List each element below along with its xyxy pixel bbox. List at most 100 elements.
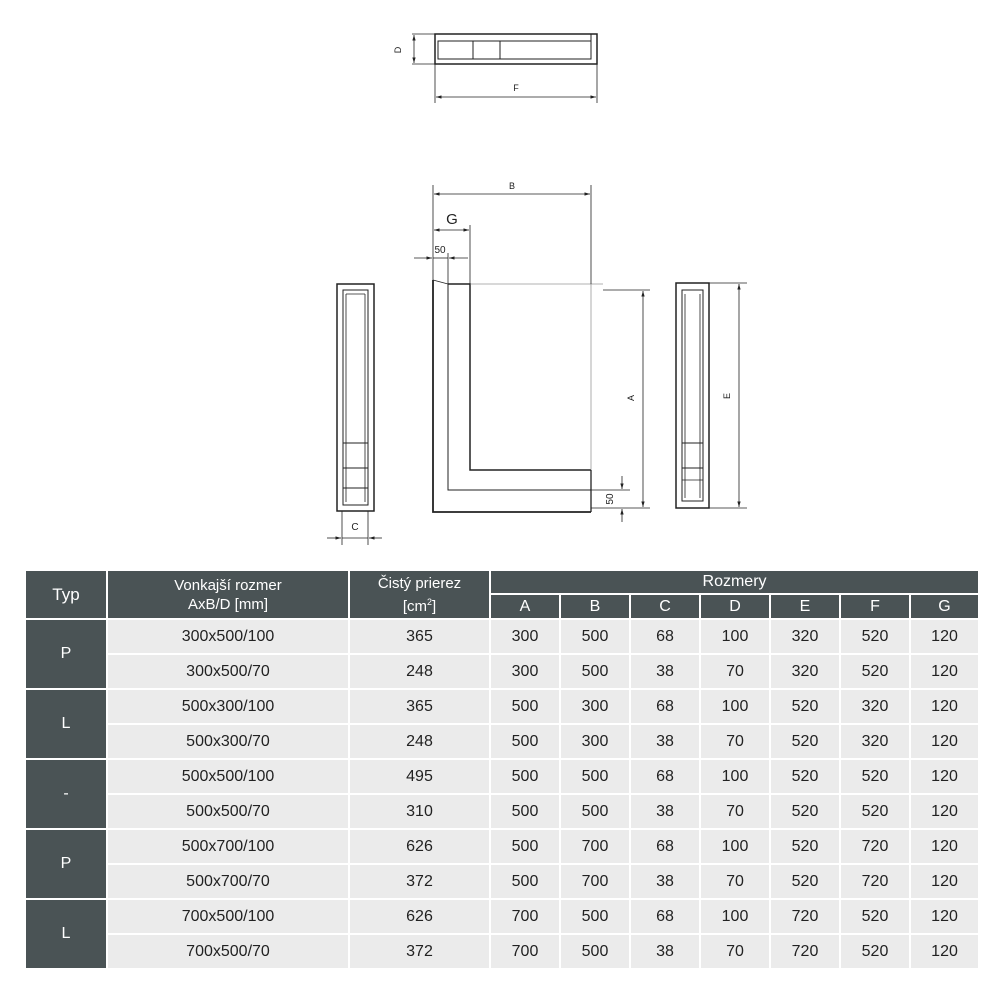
dim-cell-f: 520 bbox=[841, 795, 909, 828]
dimension-label-50-top: 50 bbox=[434, 245, 446, 256]
dim-cell-d: 70 bbox=[701, 935, 769, 968]
typ-cell: P bbox=[26, 830, 106, 898]
dim-cell-d: 100 bbox=[701, 760, 769, 793]
header-typ: Typ bbox=[26, 571, 106, 618]
dimensions-table: Typ Vonkajší rozmer AxB/D [mm] Čistý pri… bbox=[24, 569, 980, 970]
size-cell: 500x500/100 bbox=[108, 760, 348, 793]
dim-cell-f: 720 bbox=[841, 865, 909, 898]
area-cell: 626 bbox=[350, 830, 489, 863]
header-rozmery: Rozmery bbox=[491, 571, 979, 593]
dim-cell-f: 520 bbox=[841, 655, 909, 688]
technical-drawing: D F C bbox=[327, 33, 747, 545]
dim-cell-e: 520 bbox=[771, 760, 839, 793]
dim-cell-e: 720 bbox=[771, 935, 839, 968]
size-cell: 500x700/70 bbox=[108, 865, 348, 898]
dim-cell-d: 70 bbox=[701, 865, 769, 898]
dim-cell-e: 520 bbox=[771, 690, 839, 723]
dim-cell-a: 700 bbox=[491, 935, 559, 968]
dim-cell-d: 100 bbox=[701, 830, 769, 863]
header-col-d: D bbox=[701, 595, 769, 618]
dim-cell-d: 100 bbox=[701, 690, 769, 723]
area-cell: 372 bbox=[350, 865, 489, 898]
size-cell: 500x300/70 bbox=[108, 725, 348, 758]
dim-cell-c: 68 bbox=[631, 690, 699, 723]
dim-cell-e: 320 bbox=[771, 620, 839, 653]
dim-cell-d: 70 bbox=[701, 655, 769, 688]
dim-cell-g: 120 bbox=[911, 865, 979, 898]
dim-cell-b: 500 bbox=[561, 620, 629, 653]
dim-cell-a: 500 bbox=[491, 760, 559, 793]
dim-cell-b: 500 bbox=[561, 900, 629, 933]
header-col-c: C bbox=[631, 595, 699, 618]
dimension-label-e: E bbox=[722, 393, 732, 399]
header-cross-section-sup: 2 bbox=[426, 596, 432, 607]
dim-cell-b: 500 bbox=[561, 795, 629, 828]
header-outer-size-line2: AxB/D [mm] bbox=[187, 595, 268, 613]
header-cross-section-end: ] bbox=[432, 597, 437, 615]
dim-cell-g: 120 bbox=[911, 900, 979, 933]
front-view bbox=[414, 185, 650, 522]
header-col-g: G bbox=[911, 595, 979, 618]
dim-cell-e: 520 bbox=[771, 725, 839, 758]
dimension-label-g: G bbox=[446, 211, 458, 228]
dim-cell-c: 68 bbox=[631, 900, 699, 933]
area-cell: 310 bbox=[350, 795, 489, 828]
header-col-b: B bbox=[561, 595, 629, 618]
left-side-view bbox=[327, 283, 382, 545]
dim-cell-a: 500 bbox=[491, 795, 559, 828]
header-col-f: F bbox=[841, 595, 909, 618]
dim-cell-g: 120 bbox=[911, 830, 979, 863]
header-cross-section-unit: [cm bbox=[402, 597, 427, 615]
dim-cell-e: 520 bbox=[771, 830, 839, 863]
dim-cell-a: 500 bbox=[491, 865, 559, 898]
dim-cell-g: 120 bbox=[911, 690, 979, 723]
area-cell: 626 bbox=[350, 900, 489, 933]
dim-cell-g: 120 bbox=[911, 795, 979, 828]
header-cross-section-line2: [cm2] bbox=[350, 593, 489, 616]
typ-cell: L bbox=[26, 900, 106, 968]
header-outer-size-line1: Vonkajší rozmer bbox=[174, 576, 282, 594]
size-cell: 700x500/100 bbox=[108, 900, 348, 933]
typ-cell: L bbox=[26, 690, 106, 758]
area-cell: 365 bbox=[350, 690, 489, 723]
area-cell: 372 bbox=[350, 935, 489, 968]
header-cross-section: Čistý prierez [cm2] bbox=[350, 571, 489, 618]
size-cell: 500x500/70 bbox=[108, 795, 348, 828]
dimension-label-b: B bbox=[509, 181, 515, 191]
dim-cell-d: 100 bbox=[701, 900, 769, 933]
dim-cell-c: 38 bbox=[631, 795, 699, 828]
dim-cell-a: 500 bbox=[491, 830, 559, 863]
dim-cell-c: 68 bbox=[631, 830, 699, 863]
dim-cell-b: 300 bbox=[561, 725, 629, 758]
dim-cell-b: 300 bbox=[561, 690, 629, 723]
dim-cell-g: 120 bbox=[911, 725, 979, 758]
size-cell: 700x500/70 bbox=[108, 935, 348, 968]
dim-cell-f: 520 bbox=[841, 760, 909, 793]
dim-cell-b: 500 bbox=[561, 760, 629, 793]
header-cross-section-line1: Čistý prierez bbox=[377, 574, 462, 592]
dim-cell-g: 120 bbox=[911, 655, 979, 688]
dim-cell-f: 520 bbox=[841, 900, 909, 933]
dimension-label-50-bottom: 50 bbox=[605, 493, 616, 505]
top-view bbox=[412, 33, 598, 103]
dim-cell-a: 300 bbox=[491, 655, 559, 688]
dimension-label-c: C bbox=[351, 522, 358, 533]
dim-cell-a: 700 bbox=[491, 900, 559, 933]
dim-cell-e: 520 bbox=[771, 795, 839, 828]
dim-cell-d: 70 bbox=[701, 795, 769, 828]
dim-cell-f: 720 bbox=[841, 830, 909, 863]
dim-cell-d: 70 bbox=[701, 725, 769, 758]
dim-cell-a: 500 bbox=[491, 690, 559, 723]
size-cell: 300x500/100 bbox=[108, 620, 348, 653]
right-side-view bbox=[675, 282, 747, 509]
dim-cell-c: 68 bbox=[631, 760, 699, 793]
